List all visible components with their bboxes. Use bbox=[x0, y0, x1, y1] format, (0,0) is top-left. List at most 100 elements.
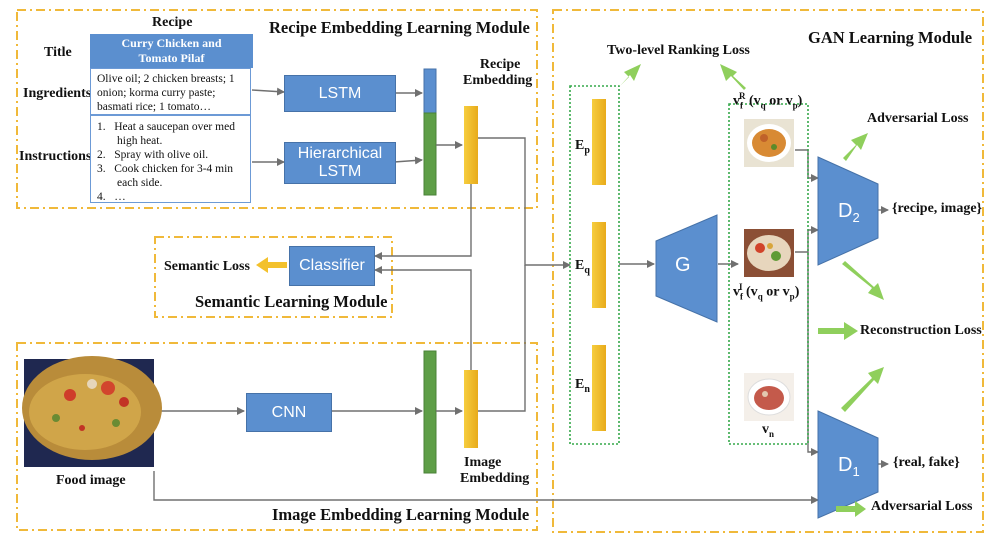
step-number: 2. bbox=[97, 149, 106, 161]
semantic-loss-arrow bbox=[256, 257, 287, 273]
step-number: 1. bbox=[97, 121, 106, 133]
row-label-ingredients: Ingredients bbox=[23, 86, 92, 101]
adversarial-loss-bottom-label: Adversarial Loss bbox=[871, 499, 973, 514]
image-embedding-label: Image Embedding bbox=[460, 455, 529, 487]
image-embedding-label-line: Image bbox=[464, 455, 502, 470]
gan-module-title: GAN Learning Module bbox=[808, 28, 973, 47]
recipe-embedding-bar bbox=[464, 106, 478, 184]
hierarchical-lstm-label: LSTM bbox=[318, 163, 362, 180]
image-feature-bar bbox=[423, 350, 437, 474]
recipe-feature-bar-green bbox=[423, 112, 437, 196]
recipe-embedding-label-line: Recipe bbox=[479, 57, 521, 72]
gan-module-border bbox=[552, 9, 984, 533]
vfR-sub: f bbox=[740, 100, 743, 111]
step-text: … bbox=[114, 191, 126, 203]
en-bar bbox=[592, 345, 606, 431]
vfR-text: ) bbox=[797, 93, 803, 109]
eq-bar bbox=[592, 222, 606, 308]
d2-sub: 2 bbox=[852, 210, 860, 225]
d2-base: D bbox=[838, 200, 853, 222]
row-label-title: Title bbox=[44, 45, 72, 60]
image-module-border bbox=[16, 342, 538, 531]
step-text: each side. bbox=[117, 177, 163, 189]
recipe-module-title: Recipe Embedding Learning Module bbox=[269, 18, 530, 37]
step-text: high heat. bbox=[117, 135, 163, 147]
reconstruction-arrow bbox=[818, 322, 858, 340]
discriminator-d2-block bbox=[817, 156, 879, 266]
vfR-text: (v bbox=[745, 93, 761, 109]
eq-sub: q bbox=[584, 264, 590, 276]
vfR-sub-p: p bbox=[792, 100, 798, 111]
en-label: En bbox=[575, 377, 590, 395]
row-label-instructions: Instructions bbox=[19, 149, 92, 164]
ingredients-cell: Olive oil; 2 chicken breasts; 1 onion; k… bbox=[90, 68, 251, 115]
semantic-module-title: Semantic Learning Module bbox=[195, 292, 388, 311]
vfR-base: v bbox=[733, 93, 740, 109]
instruction-step: 2. Spray with olive oil. bbox=[97, 148, 250, 162]
instruction-step: 4. … bbox=[97, 190, 250, 204]
food-image bbox=[22, 356, 162, 467]
food-image-label: Food image bbox=[56, 473, 126, 488]
hierarchical-lstm-label: Hierarchical bbox=[297, 145, 383, 162]
step-text: Heat a saucepan over med bbox=[114, 121, 235, 133]
eq-label: Eq bbox=[575, 258, 590, 276]
generator-block bbox=[655, 214, 718, 323]
vfI-text: or v bbox=[762, 284, 790, 300]
recipe-module-border bbox=[16, 9, 538, 209]
vfI-food-photo bbox=[744, 229, 794, 277]
hierarchical-lstm-block: Hierarchical LSTM bbox=[284, 142, 396, 184]
image-embedding-bar bbox=[464, 370, 478, 448]
two-level-ranking-loss-label: Two-level Ranking Loss bbox=[607, 43, 750, 58]
embedding-group-frame bbox=[569, 85, 620, 445]
vfI-text: (v bbox=[742, 284, 758, 300]
reconstruction-loss-label: Reconstruction Loss bbox=[860, 323, 982, 338]
vfR-food-photo bbox=[744, 119, 794, 167]
cnn-block: CNN bbox=[246, 393, 332, 432]
cnn-label: CNN bbox=[271, 403, 307, 421]
step-text: Cook chicken for 3-4 min bbox=[114, 163, 234, 175]
vfI-base: v bbox=[733, 284, 740, 300]
d2-to-reconstruction-arrow bbox=[842, 261, 884, 300]
vn-food-photo bbox=[744, 373, 794, 421]
recipe-title-text: Curry Chicken and Tomato Pilaf bbox=[121, 36, 222, 65]
instruction-step: 3. Cook chicken for 3-4 min bbox=[97, 162, 250, 176]
vfR-sub-q: q bbox=[760, 100, 766, 111]
lstm-block: LSTM bbox=[284, 75, 396, 112]
adversarial-top-arrow bbox=[843, 133, 868, 161]
eq-base: E bbox=[575, 258, 585, 273]
vn-sub: n bbox=[769, 428, 775, 439]
recipe-table-header: Recipe bbox=[152, 15, 193, 30]
ep-sub: p bbox=[584, 144, 590, 156]
vfI-sup: I bbox=[739, 282, 743, 292]
step-number: 4. bbox=[97, 191, 106, 203]
d1-to-reconstruction-arrow bbox=[841, 367, 884, 412]
ingredients-line: basmati rice; 1 tomato… bbox=[97, 101, 212, 113]
step-number: 3. bbox=[97, 163, 106, 175]
d1-sub: 1 bbox=[852, 464, 860, 479]
image-module-title: Image Embedding Learning Module bbox=[272, 505, 530, 524]
vn-label: vn bbox=[762, 422, 774, 439]
d1-base: D bbox=[838, 454, 853, 476]
vfR-label: vfR (vq or vp) bbox=[733, 91, 802, 110]
ingredients-line: onion; korma curry paste; bbox=[97, 87, 216, 99]
vector-group-frame bbox=[728, 103, 809, 445]
instructions-cell: 1. Heat a saucepan over med high heat. 2… bbox=[90, 115, 251, 203]
adversarial-bottom-arrow bbox=[836, 501, 866, 517]
real-fake-output-label: {real, fake} bbox=[893, 455, 960, 470]
vfI-sub-p: p bbox=[789, 291, 795, 302]
vn-base: v bbox=[762, 422, 769, 437]
ep-bar bbox=[592, 99, 606, 185]
recipe-embedding-label: Recipe Embedding bbox=[463, 57, 532, 89]
vfI-sub-q: q bbox=[757, 291, 763, 302]
instruction-step: 1. Heat a saucepan over med bbox=[97, 120, 250, 134]
recipe-title-cell: Curry Chicken and Tomato Pilaf bbox=[90, 34, 253, 68]
adversarial-loss-top-label: Adversarial Loss bbox=[867, 111, 969, 126]
recipe-image-output-label: {recipe, image} bbox=[892, 201, 983, 216]
step-text: Spray with olive oil. bbox=[114, 149, 209, 161]
semantic-module-border bbox=[154, 236, 393, 318]
ep-label: Ep bbox=[575, 138, 590, 156]
vfI-label: vfI (vq or vp) bbox=[733, 282, 799, 301]
classifier-block: Classifier bbox=[289, 246, 375, 286]
generator-label: G bbox=[675, 254, 691, 276]
